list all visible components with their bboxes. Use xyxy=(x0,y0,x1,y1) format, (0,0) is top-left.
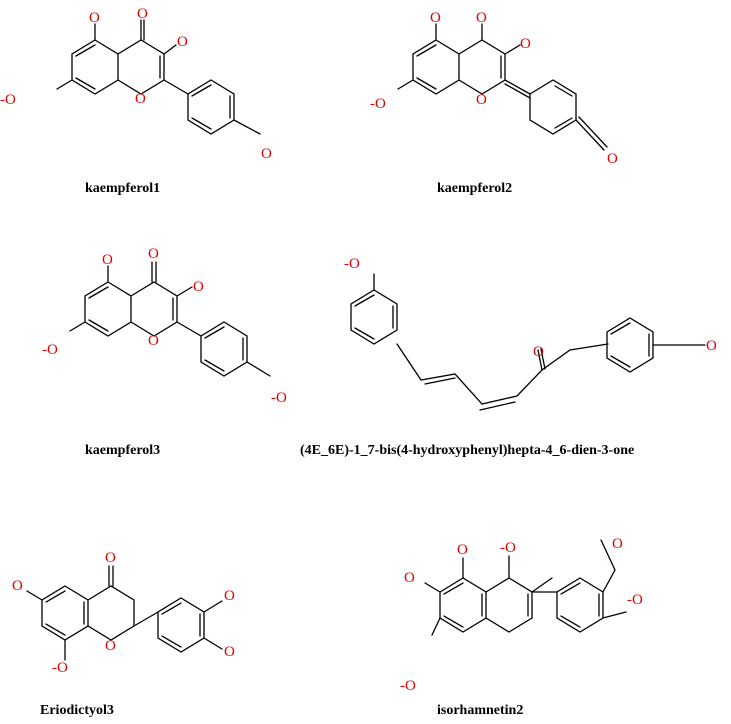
atom-o: O xyxy=(177,34,188,50)
atom-o: O xyxy=(137,6,148,22)
atom-o: O xyxy=(89,10,100,26)
atom-oxide: -O xyxy=(52,660,68,676)
atom-o: O xyxy=(607,151,618,167)
caption-bis-hydroxyphenyl-heptadienone: (4E_6E)-1_7-bis(4-hydroxyphenyl)hepta-4_… xyxy=(300,443,634,458)
atom-o: O xyxy=(105,638,116,654)
atom-oxide: -O xyxy=(500,540,516,556)
atom-o: O xyxy=(520,36,531,52)
atom-o: O xyxy=(430,10,441,26)
atom-o: O xyxy=(148,246,159,262)
atom-o: O xyxy=(135,91,146,107)
atom-oxide: -O xyxy=(42,342,58,358)
molecule-isorhamnetin2: O -O O -O O -O isorhamnetin2 xyxy=(400,536,643,718)
molecule-eriodictyol3: O O O -O O O Eriodictyol3 xyxy=(12,550,235,718)
atom-o: O xyxy=(148,333,159,349)
atom-o: O xyxy=(224,588,235,604)
atom-oxide: -O xyxy=(271,390,287,406)
atom-o: O xyxy=(261,146,272,162)
atom-o: O xyxy=(404,570,415,586)
atom-o: O xyxy=(612,536,623,552)
caption-eriodictyol3: Eriodictyol3 xyxy=(40,703,114,718)
atom-o: O xyxy=(476,92,487,108)
atom-o: O xyxy=(533,344,544,360)
atom-o: O xyxy=(224,644,235,660)
molecule-kaempferol1: O O O O -O O kaempferol1 xyxy=(0,6,272,196)
molecule-bis-hydroxyphenyl-heptadienone: -O O O (4E_6E)-1_7-bis(4-hydroxyphenyl)h… xyxy=(300,256,717,458)
atom-o: O xyxy=(457,542,468,558)
caption-isorhamnetin2: isorhamnetin2 xyxy=(437,703,523,718)
caption-kaempferol1: kaempferol1 xyxy=(85,181,160,196)
molecule-kaempferol3: O O O O -O -O kaempferol3 xyxy=(42,246,287,458)
atom-o: O xyxy=(706,338,717,354)
atom-oxide: -O xyxy=(627,592,643,608)
atom-oxide: -O xyxy=(370,96,386,112)
caption-kaempferol3: kaempferol3 xyxy=(85,443,160,458)
atom-oxide: -O xyxy=(0,92,16,108)
atom-o: O xyxy=(476,10,487,26)
atom-o: O xyxy=(12,578,23,594)
molecule-kaempferol2: O O O O -O O kaempferol2 xyxy=(370,10,618,196)
atom-oxide: -O xyxy=(400,678,416,694)
caption-kaempferol2: kaempferol2 xyxy=(437,181,512,196)
atom-oxide: -O xyxy=(344,256,360,272)
atom-o: O xyxy=(105,550,116,566)
atom-o: O xyxy=(193,279,204,295)
atom-o: O xyxy=(102,252,113,268)
